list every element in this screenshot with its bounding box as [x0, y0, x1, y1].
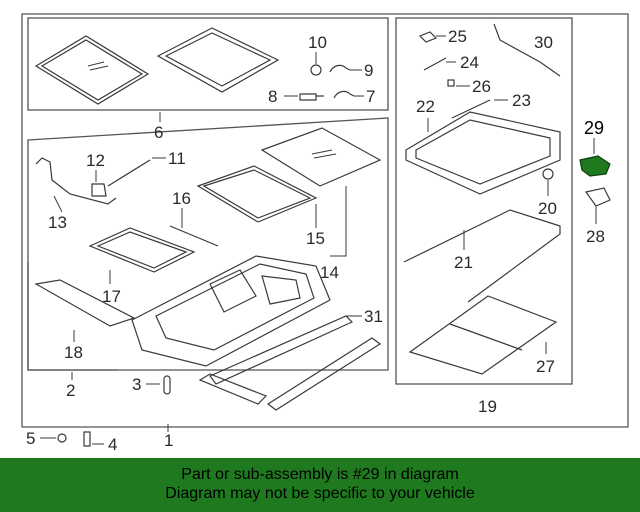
banner-line-disclaimer: Diagram may not be specific to your vehi…: [165, 485, 475, 502]
bracket-9: [329, 64, 351, 73]
bolt-4: [83, 431, 91, 447]
roof-bow-31: [209, 315, 354, 385]
callout-17: 17: [102, 287, 121, 306]
seal-frame-15: [196, 165, 318, 223]
callout-18: 18: [64, 343, 83, 362]
roof-rail-front: [198, 373, 268, 405]
callout-11: 11: [168, 149, 186, 168]
callout-25: 25: [448, 27, 467, 46]
leader-14: [330, 186, 347, 257]
callout-2: 2: [66, 381, 75, 400]
part-28: [584, 187, 611, 207]
callout-7: 7: [366, 87, 375, 106]
callout-5: 5: [26, 429, 35, 448]
cable-30: [493, 23, 561, 77]
callout-16: 16: [172, 189, 191, 208]
callout-26: 26: [472, 77, 491, 96]
callout-29: 29: [584, 118, 604, 138]
glass-panel-rear: [156, 27, 280, 93]
motor-12: [91, 183, 107, 197]
roof-rail-rear: [266, 337, 382, 411]
callout-22: 22: [416, 97, 435, 116]
callout-15: 15: [306, 229, 325, 248]
weatherstrip-16: [169, 225, 219, 247]
callout-1: 1: [164, 431, 173, 450]
callout-31: 31: [364, 307, 383, 326]
sunroof-parts-diagram: 10 9 8 7 6 12 11 16 13 15 14 17 18 31 3 …: [21, 13, 629, 454]
callout-28: 28: [586, 227, 605, 246]
shade-27: [408, 295, 558, 375]
callout-27: 27: [536, 357, 555, 376]
glass-panel-14: [260, 127, 382, 187]
highlighted-part-29: [579, 155, 611, 177]
callout-19: 19: [478, 397, 497, 416]
part-24: [423, 57, 447, 71]
callout-21: 21: [454, 253, 473, 272]
mechanism-box-19: [395, 17, 573, 385]
banner-line-part: Part or sub-assembly is #29 in diagram: [181, 466, 459, 483]
rail-23: [451, 99, 491, 119]
callout-24: 24: [460, 53, 479, 72]
bracket-7: [333, 90, 355, 99]
callout-12: 12: [86, 151, 105, 170]
callout-6: 6: [154, 123, 163, 142]
callout-30: 30: [534, 33, 553, 52]
clip-20: [542, 168, 554, 180]
sunroof-frame-17: [88, 227, 196, 273]
callout-10: 10: [308, 33, 327, 52]
callout-9: 9: [364, 61, 373, 80]
panel-box-14: [27, 117, 389, 371]
info-banner: Part or sub-assembly is #29 in diagram D…: [0, 458, 640, 512]
part-25: [418, 31, 438, 43]
bolt-8: [299, 93, 324, 101]
inner-box-2: [27, 262, 118, 371]
callout-13: 13: [48, 213, 67, 232]
drain-3: [163, 375, 171, 395]
mechanism-22: [405, 111, 561, 195]
nut-5: [57, 433, 67, 443]
drain-tube-21: [403, 209, 561, 303]
leader-13: [53, 195, 63, 213]
callout-3: 3: [132, 375, 141, 394]
part-26: [447, 79, 455, 87]
deflector-11: [107, 159, 151, 187]
glass-kit-box-6: [27, 17, 389, 111]
callout-14: 14: [320, 263, 339, 282]
callout-20: 20: [538, 199, 557, 218]
roof-panel-frame: [131, 255, 331, 367]
callout-8: 8: [268, 87, 277, 106]
wind-deflector-18: [34, 279, 136, 327]
guide-13: [35, 157, 117, 205]
glass-panel-front: [34, 35, 150, 105]
callout-4: 4: [108, 435, 117, 454]
callout-23: 23: [512, 91, 531, 110]
outer-frame: [21, 13, 629, 428]
clip-10: [310, 64, 322, 76]
